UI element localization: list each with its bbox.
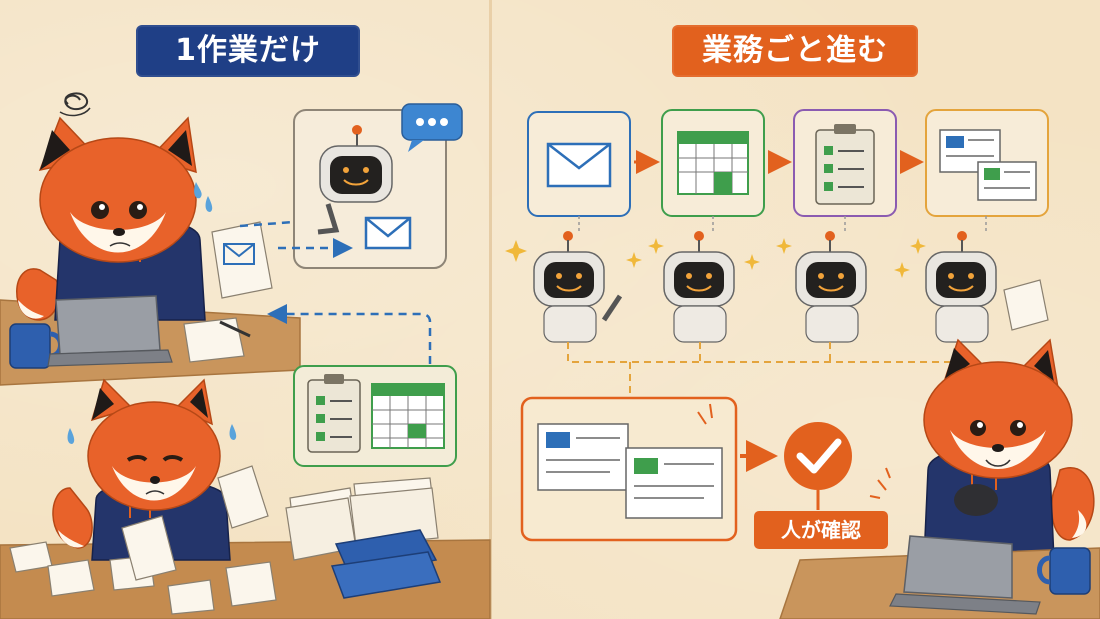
robot-4 <box>925 231 1049 343</box>
checklist-clipboard-icon <box>307 374 361 453</box>
checklist-calendar-panel <box>293 365 457 467</box>
workflow-step-mail <box>527 111 631 217</box>
workflow-step-checklist <box>793 109 897 217</box>
sparkle-icon <box>505 238 926 278</box>
robot-3 <box>795 231 867 343</box>
dashed-arrow-back <box>267 304 432 364</box>
blue-binders <box>330 529 442 599</box>
envelope-icon <box>546 142 612 188</box>
robot-mail-panel <box>293 109 447 269</box>
robot-connector-lines <box>567 216 987 396</box>
documents-icon <box>939 129 1037 201</box>
workflow-step-calendar <box>661 109 765 217</box>
checkmark-icon <box>697 403 852 510</box>
laptop-right <box>889 535 1041 615</box>
dizzy-spiral-icon <box>59 92 91 117</box>
speech-bubble-icon <box>401 103 463 152</box>
dashed-arrow-to-robot <box>239 220 353 258</box>
fox-happy-right <box>869 338 1095 561</box>
desk-papers-top <box>183 317 251 363</box>
envelope-icon <box>364 216 412 250</box>
calendar-grid-icon <box>677 131 749 195</box>
robot-2 <box>663 231 735 343</box>
right-title-badge: 業務ごと進む <box>672 25 918 77</box>
robot-1 <box>533 231 623 343</box>
scattered-papers <box>9 465 277 615</box>
checklist-clipboard-icon <box>815 124 875 205</box>
workflow-step-documents <box>925 109 1049 217</box>
output-documents-panel <box>520 396 738 542</box>
fox-worried-top <box>16 116 213 321</box>
human-confirm-badge: 人が確認 <box>754 511 888 549</box>
laptop-left <box>47 295 173 367</box>
center-divider <box>489 0 492 619</box>
coffee-mug-right <box>1037 547 1091 595</box>
envelope-icon <box>223 243 255 265</box>
calendar-grid-icon <box>371 383 445 449</box>
left-title-badge: 1作業だけ <box>136 25 360 77</box>
held-mail-paper <box>211 221 273 299</box>
